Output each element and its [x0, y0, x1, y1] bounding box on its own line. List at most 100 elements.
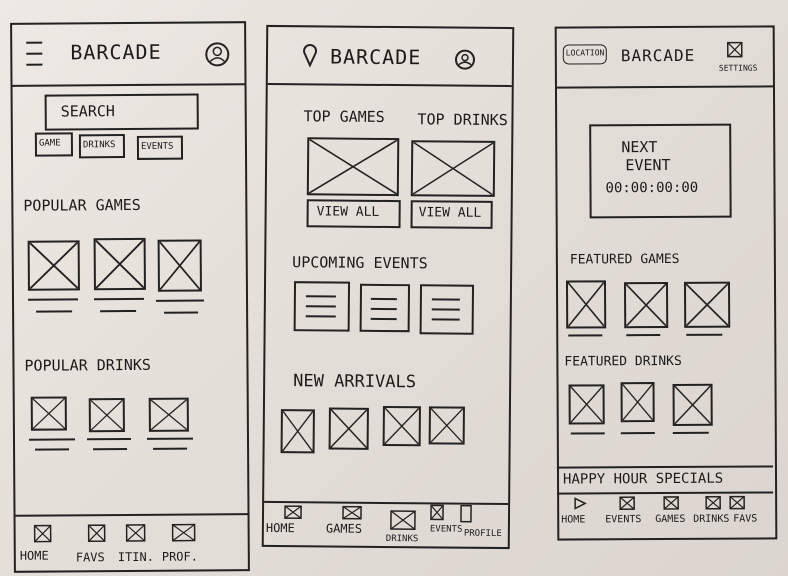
favs-nav-icon[interactable]	[729, 495, 745, 510]
caption-line	[94, 297, 145, 301]
featured-game-image[interactable]	[623, 281, 669, 329]
events-nav-icon[interactable]	[430, 504, 444, 521]
caption-line	[28, 438, 75, 441]
event-card[interactable]	[293, 281, 351, 332]
featured-drink-image[interactable]	[568, 384, 605, 425]
next-event-countdown-card[interactable]: NEXT EVENT 00:00:00:00	[589, 123, 732, 219]
bottom-nav: HOME FAVS ITIN. PROF.	[15, 513, 248, 571]
new-arrival-image[interactable]	[328, 407, 369, 450]
top-drinks-label: TOP DRINKS	[417, 110, 508, 130]
events-nav-icon[interactable]	[619, 496, 635, 510]
nav-favs-label[interactable]: FAVS	[75, 550, 105, 565]
nav-favs-label[interactable]: FAVS	[733, 513, 758, 525]
nav-games-label[interactable]: GAMES	[655, 513, 686, 526]
event-text-line	[370, 297, 397, 301]
settings-label[interactable]: SETTINGS	[718, 63, 758, 73]
filter-drinks[interactable]: DRINKS	[78, 134, 126, 159]
screen1-header: BARCADE	[12, 23, 245, 87]
wireframe-screen-3: LOCATION BARCADE SETTINGS NEXT EVENT 00:…	[554, 25, 778, 541]
featured-game-image[interactable]	[683, 281, 731, 328]
next-event-label-2: EVENT	[625, 155, 671, 175]
featured-drink-image[interactable]	[620, 382, 655, 423]
featured-drink-image[interactable]	[672, 383, 713, 426]
games-nav-icon[interactable]	[342, 505, 362, 520]
drink-card-image[interactable]	[148, 397, 189, 432]
top-games-label: TOP GAMES	[303, 107, 385, 126]
view-all-label: VIEW ALL	[316, 204, 380, 220]
event-text-line	[431, 318, 460, 321]
bottom-nav: HOME GAMES DRINKS EVENTS PROFILE	[263, 500, 509, 550]
profile-nav-icon[interactable]	[460, 504, 472, 523]
caption-line	[156, 299, 205, 302]
settings-icon[interactable]	[726, 41, 743, 58]
happy-hour-label: HAPPY HOUR SPECIALS	[562, 470, 724, 488]
nav-prof-label[interactable]: PROF.	[161, 549, 198, 564]
drink-card-image[interactable]	[88, 398, 125, 433]
event-text-line	[305, 315, 336, 318]
location-pin-icon[interactable]	[302, 43, 318, 68]
new-arrival-image[interactable]	[428, 406, 465, 445]
app-title: BARCADE	[329, 44, 422, 70]
drink-card-image[interactable]	[30, 396, 67, 431]
games-nav-icon[interactable]	[663, 496, 679, 510]
caption-line	[626, 334, 661, 337]
filter-drinks-label: DRINKS	[82, 140, 116, 151]
nav-games-label[interactable]: GAMES	[325, 521, 363, 536]
nav-events-label[interactable]: EVENTS	[605, 514, 642, 526]
location-button[interactable]: LOCATION	[562, 44, 607, 65]
nav-drinks-label[interactable]: DRINKS	[693, 513, 730, 525]
nav-home-label[interactable]: HOME	[265, 520, 295, 536]
countdown-timer: 00:00:00:00	[605, 179, 699, 197]
event-text-line	[431, 298, 460, 301]
search-input[interactable]: SEARCH	[44, 93, 199, 131]
home-nav-icon[interactable]	[284, 505, 302, 520]
new-arrival-image[interactable]	[382, 405, 421, 447]
nav-events-label[interactable]: EVENTS	[429, 524, 463, 535]
event-text-line	[305, 295, 336, 298]
caption-line	[100, 309, 137, 313]
nav-itin-label[interactable]: ITIN.	[117, 549, 154, 565]
app-title: BARCADE	[70, 39, 162, 65]
top-drinks-image[interactable]	[410, 140, 496, 197]
profile-icon[interactable]	[454, 49, 476, 71]
home-nav-icon[interactable]	[33, 524, 52, 543]
home-nav-icon[interactable]	[573, 496, 587, 510]
event-text-line	[370, 317, 397, 321]
profile-nav-icon[interactable]	[171, 523, 196, 542]
next-event-label: NEXT	[621, 138, 658, 157]
caption-line	[93, 448, 128, 451]
favs-nav-icon[interactable]	[87, 524, 106, 543]
section-title-popular-drinks: POPULAR DRINKS	[24, 355, 151, 375]
new-arrival-image[interactable]	[280, 409, 315, 454]
view-all-drinks-button[interactable]: VIEW ALL	[410, 200, 493, 229]
filter-game[interactable]: GAME	[34, 132, 74, 157]
filter-events[interactable]: EVENTS	[136, 135, 184, 160]
drinks-nav-icon[interactable]	[705, 495, 721, 510]
caption-line	[570, 432, 605, 435]
view-all-games-button[interactable]: VIEW ALL	[306, 199, 401, 229]
event-text-line	[370, 307, 397, 311]
nav-drinks-label[interactable]: DRINKS	[385, 533, 419, 545]
nav-home-label[interactable]: HOME	[561, 514, 586, 526]
nav-home-label[interactable]: HOME	[19, 548, 49, 563]
caption-line	[36, 310, 73, 313]
profile-icon[interactable]	[204, 41, 230, 67]
game-card-image[interactable]	[157, 239, 202, 292]
itinerary-nav-icon[interactable]	[125, 524, 146, 542]
location-label: LOCATION	[565, 48, 605, 58]
game-card-image[interactable]	[93, 237, 146, 291]
game-card-image[interactable]	[27, 240, 80, 291]
section-title-featured-drinks: FEATURED DRINKS	[564, 353, 682, 370]
wireframe-screen-2: BARCADE TOP GAMES TOP DRINKS VIEW ALL VI…	[261, 24, 515, 550]
caption-line	[620, 432, 655, 435]
drinks-nav-icon[interactable]	[390, 510, 416, 531]
featured-game-image[interactable]	[565, 280, 607, 329]
bottom-nav: HOME EVENTS GAMES DRINKS FAVS	[559, 489, 775, 538]
hamburger-menu-icon[interactable]	[24, 39, 44, 69]
caption-line	[153, 447, 188, 450]
top-games-image[interactable]	[306, 137, 400, 197]
nav-profile-label[interactable]: PROFILE	[463, 528, 502, 540]
event-card[interactable]	[419, 284, 475, 335]
event-card[interactable]	[359, 283, 411, 333]
